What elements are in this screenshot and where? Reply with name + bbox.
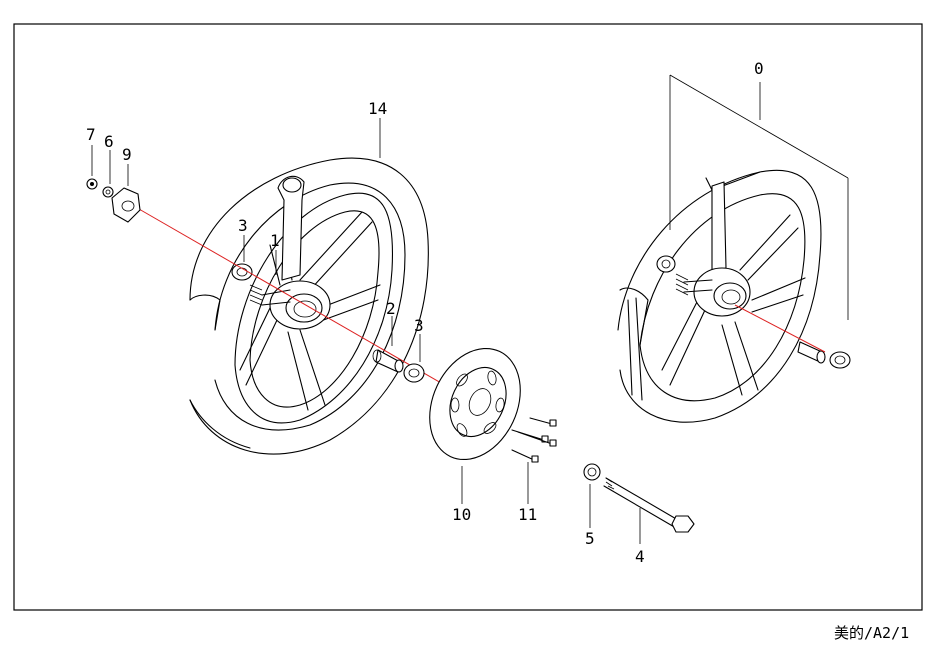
tire-cut-end: [189, 294, 221, 331]
left-wheel-assembly: [189, 157, 429, 455]
gear-9: [111, 187, 141, 223]
axle-thread: [249, 284, 263, 306]
leader-lines: [91, 118, 641, 544]
label-part-3-right: 3: [414, 316, 424, 335]
tire-inner: [214, 182, 406, 431]
washer-6: [102, 186, 114, 198]
rim-outer: [234, 192, 394, 424]
label-part-9: 9: [122, 145, 132, 164]
label-part-11: 11: [518, 505, 537, 524]
label-part-5: 5: [585, 529, 595, 548]
wheel-arm: [277, 175, 305, 281]
drawing-reference-footer: 美的/A2/1: [834, 624, 910, 642]
label-part-6: 6: [104, 132, 114, 151]
small-parts-top-left: [86, 178, 141, 223]
right-bearing-right: [829, 351, 851, 369]
hub-bore: [293, 300, 317, 318]
right-wheel-arm: [711, 181, 727, 273]
label-part-10: 10: [452, 505, 471, 524]
label-part-7: 7: [86, 125, 96, 144]
axle-stub: [261, 289, 291, 306]
label-part-14: 14: [368, 99, 387, 118]
right-wheel-assembly: [617, 169, 851, 423]
axle-bolt-4: [603, 477, 695, 533]
right-wheel-spokes: [661, 214, 806, 396]
hub-inner: [285, 293, 323, 323]
bearing-3-part: [403, 363, 425, 383]
right-rim-outer: [617, 169, 822, 423]
label-part-1: 1: [270, 231, 280, 250]
label-part-2: 2: [386, 299, 396, 318]
label-part-0: 0: [754, 59, 764, 78]
part-0-bracket: [669, 74, 849, 320]
collar-5-part: [583, 463, 601, 481]
right-rim-inner: [639, 193, 806, 402]
assembly-axis-left: [131, 204, 489, 411]
right-hub-inner: [713, 282, 747, 310]
label-part-3-left: 3: [238, 216, 248, 235]
right-bearing-left: [656, 255, 676, 273]
right-axle-stub: [683, 279, 713, 293]
right-rim-cut-left: [619, 287, 649, 346]
label-part-4: 4: [635, 547, 645, 566]
spacer-2-part: [372, 349, 404, 373]
arm-boss: [282, 177, 302, 193]
tire-side: [189, 399, 251, 449]
assembly-axis-right: [734, 304, 826, 353]
brake-disc-10: [429, 347, 521, 461]
bearing-left: [231, 263, 253, 281]
tire-outer: [189, 157, 429, 455]
disc-bolts-11: [511, 417, 557, 463]
drawing-frame: [13, 23, 923, 611]
right-rim-lip: [627, 297, 643, 401]
